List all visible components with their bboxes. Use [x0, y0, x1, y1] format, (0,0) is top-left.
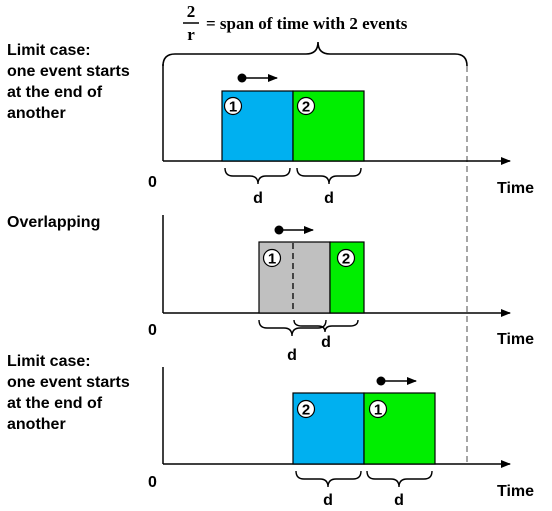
event-number: 1 [229, 99, 237, 116]
event-number: 2 [302, 402, 310, 419]
fraction-denominator: r [187, 25, 195, 44]
event-number: 1 [374, 402, 382, 419]
panel-limit-case-top: Limit case: one event starts at the end … [7, 42, 534, 207]
panel-label: Limit case: one event starts at the end … [7, 353, 130, 433]
panel-limit-case-bottom: Limit case: one event starts at the end … [7, 353, 534, 509]
duration-brace [366, 470, 433, 488]
origin-label: 0 [148, 474, 157, 491]
duration-brace [295, 470, 362, 488]
panel-label-line: at the end of [7, 84, 103, 101]
event-number: 1 [268, 251, 276, 268]
span-formula: 2 r = span of time with 2 events [183, 2, 408, 44]
event-number-badge [336, 248, 356, 268]
duration-label: d [324, 190, 334, 207]
panel-label: Overlapping [7, 214, 100, 231]
event-number-badge [368, 399, 388, 419]
panel-label-line: another [7, 416, 66, 433]
event-number: 2 [342, 251, 350, 268]
panel-label-line: one event starts [7, 374, 130, 391]
duration-brace [224, 167, 291, 185]
panel-label-line: Limit case: [7, 353, 91, 370]
span-brace [162, 41, 468, 67]
event-number-badge [262, 248, 282, 268]
origin-label: 0 [148, 174, 157, 191]
duration-label: d [253, 190, 263, 207]
panel-label-line: another [7, 105, 66, 122]
panel-overlapping: Overlapping 0 Time 1 2 d d [7, 214, 534, 364]
panel-label-line: Overlapping [7, 214, 100, 231]
event-number-badge [223, 96, 243, 116]
duration-label: d [394, 492, 404, 509]
time-axis-label: Time [497, 180, 534, 197]
duration-label: d [321, 334, 331, 351]
duration-brace [258, 319, 327, 337]
duration-label: d [323, 492, 333, 509]
duration-label: d [287, 347, 297, 364]
time-axis-label: Time [497, 483, 534, 500]
fraction-numerator: 2 [187, 2, 196, 21]
event-block-green [292, 90, 365, 162]
event-number-badge [296, 96, 316, 116]
panel-label-line: Limit case: [7, 42, 91, 59]
panel-label-line: one event starts [7, 63, 130, 80]
duration-brace [296, 167, 362, 185]
origin-label: 0 [148, 322, 157, 339]
event-number: 2 [302, 99, 310, 116]
panel-label-line: at the end of [7, 395, 103, 412]
panel-label: Limit case: one event starts at the end … [7, 42, 130, 122]
span-caption: = span of time with 2 events [206, 14, 408, 33]
time-axis-label: Time [497, 331, 534, 348]
duration-brace [293, 319, 359, 333]
event-number-badge [296, 399, 316, 419]
